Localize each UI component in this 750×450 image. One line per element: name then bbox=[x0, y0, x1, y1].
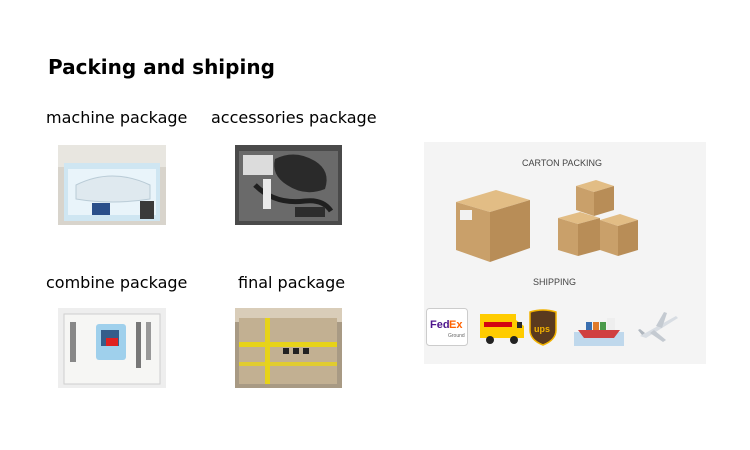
machine-package-photo bbox=[58, 145, 166, 225]
shipping-heading: SHIPPING bbox=[533, 277, 577, 287]
accessories-package-photo bbox=[235, 145, 342, 225]
combine-package-photo bbox=[58, 308, 166, 388]
svg-text:ups: ups bbox=[534, 324, 550, 334]
accessories-package-label: accessories package bbox=[211, 108, 377, 127]
carton-boxes-illustration bbox=[450, 176, 680, 266]
fedex-logo: Fed Ex Ground bbox=[426, 308, 468, 346]
page-title: Packing and shiping bbox=[48, 55, 275, 79]
final-package-label: final package bbox=[238, 273, 346, 292]
airplane-icon bbox=[636, 308, 680, 346]
ups-logo: ups bbox=[528, 308, 558, 346]
final-package-photo bbox=[235, 308, 342, 388]
cargo-ship-icon bbox=[574, 308, 624, 346]
dhl-van-icon bbox=[476, 308, 526, 346]
fedex-ground-text: Ground bbox=[448, 333, 465, 339]
svg-text:Ex: Ex bbox=[449, 319, 463, 331]
machine-package-label: machine package bbox=[46, 108, 188, 127]
carton-packing-heading: CARTON PACKING bbox=[522, 158, 603, 168]
svg-text:Fed: Fed bbox=[430, 319, 450, 331]
combine-package-label: combine package bbox=[46, 273, 188, 292]
